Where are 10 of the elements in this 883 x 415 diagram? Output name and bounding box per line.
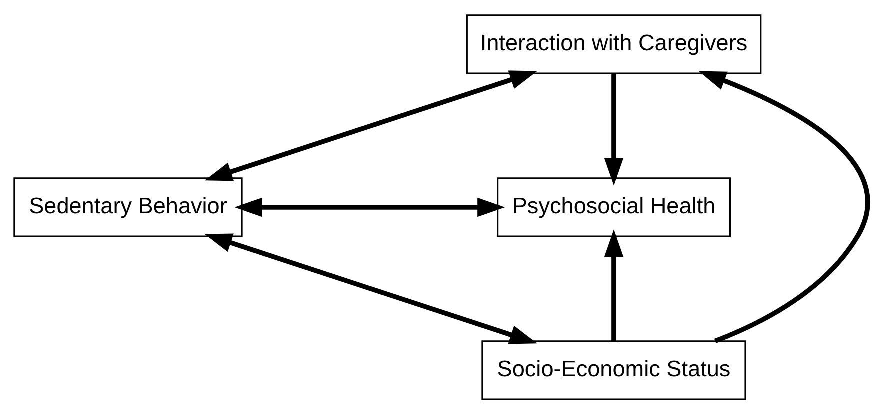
arrow — [698, 71, 870, 344]
arrow — [204, 70, 538, 182]
node-box: Psychosocial Health — [497, 178, 731, 238]
node-box: Socio-Economic Status — [482, 340, 746, 400]
arrow — [604, 230, 624, 342]
arrow — [204, 234, 538, 344]
node-box: Interaction with Caregivers — [466, 14, 762, 74]
arrow — [604, 74, 624, 186]
node-box: Sedentary Behavior — [14, 178, 243, 238]
arrow — [234, 198, 506, 218]
